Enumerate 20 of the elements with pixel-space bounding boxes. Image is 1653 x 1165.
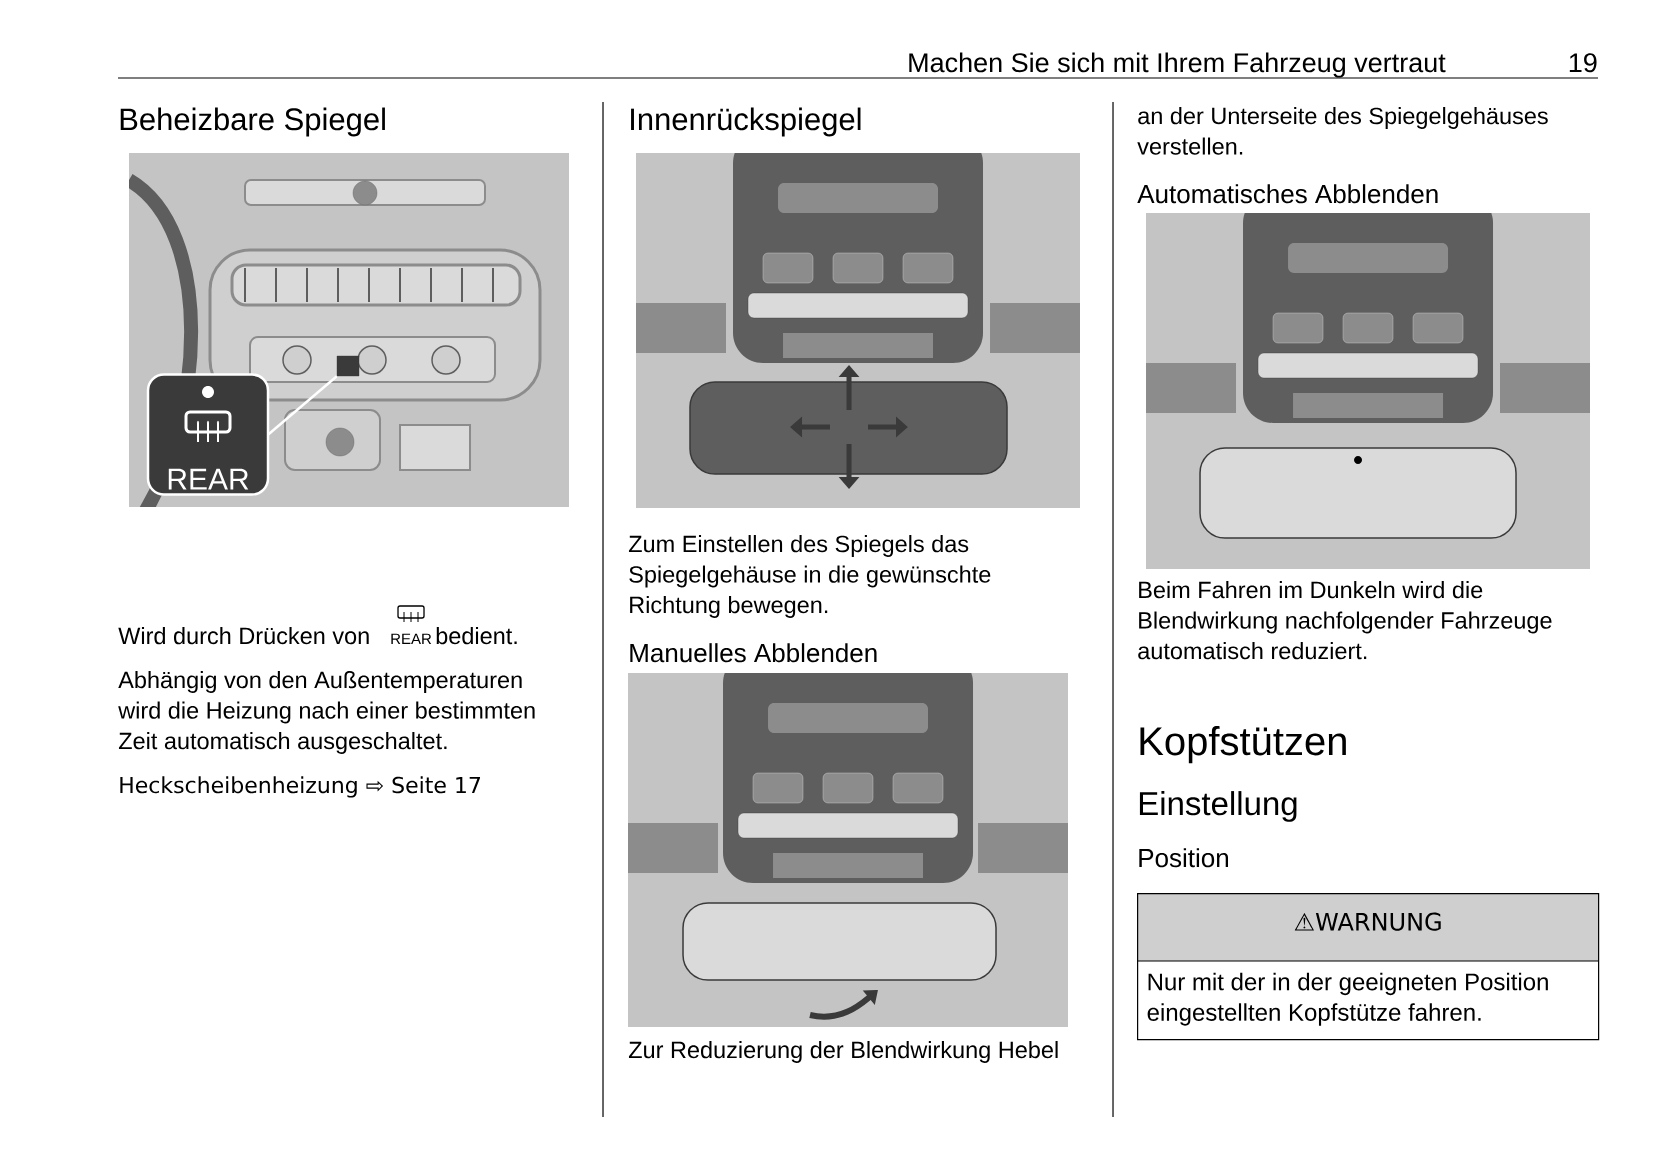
body-text: Beim Fahren im Dunkeln wird die Blendwirkung nachfolgender Fahrzeuge automatisch reduziert.: [1138, 581, 1552, 660]
rear-button: [336, 355, 360, 377]
subheading: Manuelles Abblenden: [630, 643, 877, 663]
subheading: Automatisches Abblenden: [1137, 184, 1438, 204]
page-number: 19: [1569, 53, 1597, 73]
callout-box: REAR: [146, 373, 270, 496]
cross-reference: Heckscheibenheizung ⇨ Seite 17: [120, 776, 480, 798]
page-header: Machen Sie sich mit Ihrem Fahrzeug vertraut: [909, 52, 1446, 78]
body-text: Zur Reduzierung der Blendwirkung Hebel: [628, 1041, 1058, 1063]
warning-box: ⚠WARNUNG Nur mit der in der geeigneten Position eingestellten Kopfstütze fahren.: [1136, 893, 1600, 1041]
subheading: Position: [1139, 848, 1228, 868]
body-text: bedient.: [436, 627, 517, 645]
section-heading: Einstellung: [1139, 791, 1297, 822]
section-heading: Beheizbare Spiegel: [120, 107, 385, 137]
body-text: Zum Einstellen des Spiegels das Spiegelgehäuse in die gewünschte Richtung bewegen.: [628, 535, 991, 618]
chapter-heading: Kopfstützen: [1140, 726, 1346, 764]
body-text: an der Unterseite des Spiegelgehäuses verstellen.: [1137, 107, 1548, 155]
section-heading: Innenrückspiegel: [631, 107, 861, 137]
body-text: Wird durch Drücken von: [118, 627, 369, 645]
body-text: Abhängig von den Außentemperaturen wird die Heizung nach einer bestimmten Zeit automatisch ausgeschaltet.: [118, 671, 535, 754]
